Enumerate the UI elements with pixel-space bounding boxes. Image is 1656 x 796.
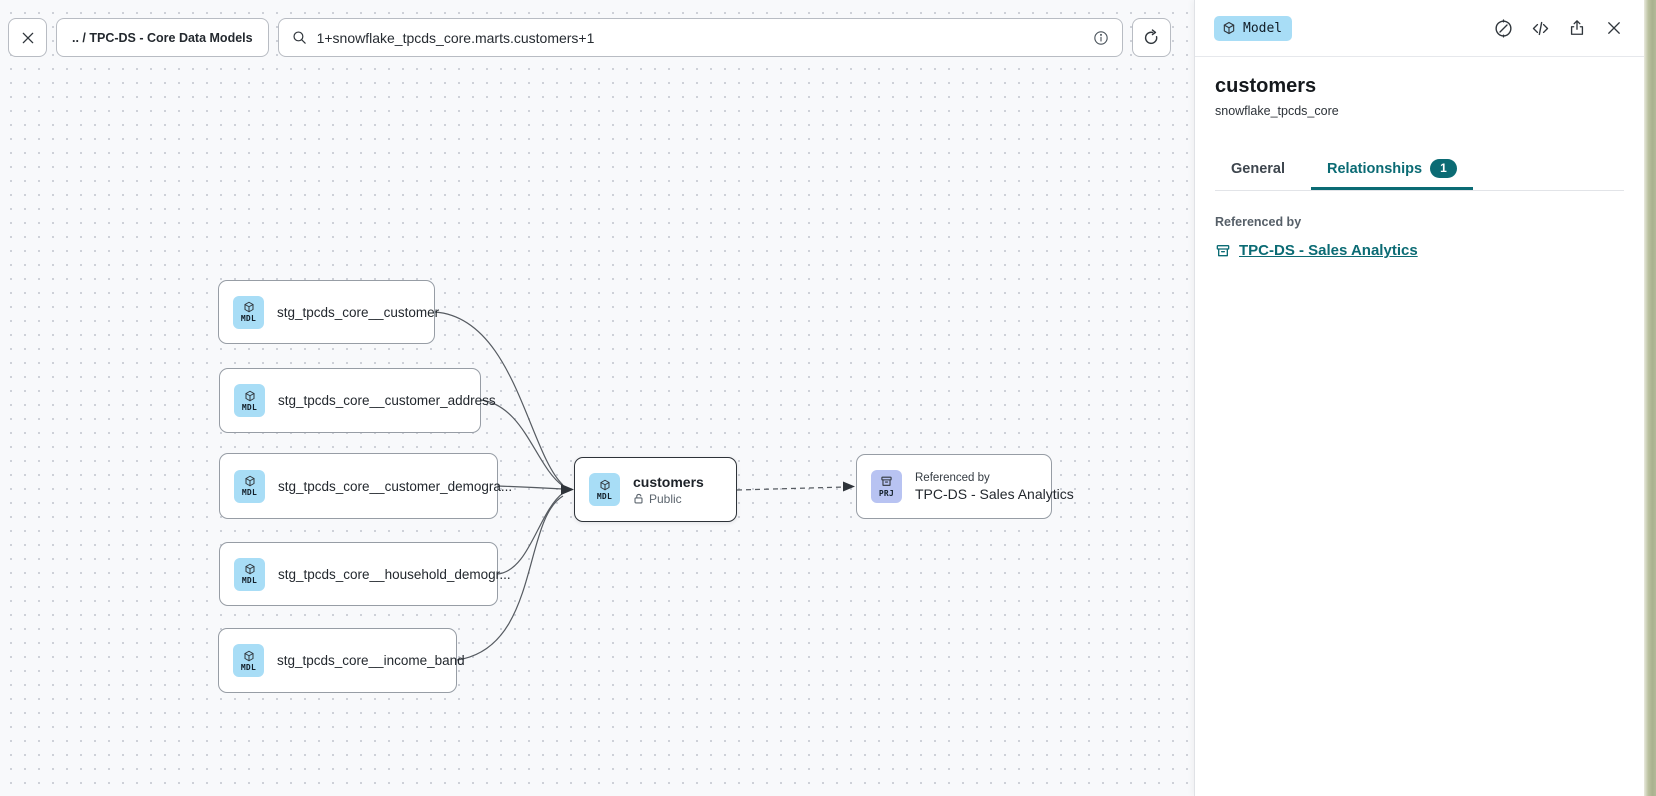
archive-icon xyxy=(1216,244,1230,256)
canvas-toolbar: .. / TPC-DS - Core Data Models xyxy=(8,18,1171,57)
node-title: TPC-DS - Sales Analytics xyxy=(915,485,1074,502)
tab-general[interactable]: General xyxy=(1215,146,1301,190)
cube-icon xyxy=(244,650,253,661)
node-badge-label: PRJ xyxy=(878,489,895,498)
cube-icon xyxy=(245,390,254,401)
node-kicker: Referenced by xyxy=(915,471,990,484)
lineage-search-bar xyxy=(277,18,1123,57)
share-icon xyxy=(1570,20,1584,35)
node-badge-label: MDL xyxy=(596,491,613,501)
compass-icon xyxy=(1494,18,1512,38)
entity-type-label: Model xyxy=(1243,20,1283,36)
entity-schema: snowflake_tpcds_core xyxy=(1215,104,1339,118)
lineage-node-stg-income-band[interactable]: MDL stg_tpcds_core__income_band xyxy=(218,628,465,693)
lineage-node-stg-customer[interactable]: MDL stg_tpcds_core__customer xyxy=(218,280,439,344)
model-type-badge: MDL xyxy=(589,473,620,506)
entity-type-chip: Model xyxy=(1214,15,1293,41)
lineage-node-stg-customer-address[interactable]: MDL stg_tpcds_core__customer_address xyxy=(219,368,496,433)
tab-relationships[interactable]: Relationships 1 xyxy=(1311,146,1473,190)
info-icon[interactable] xyxy=(1092,29,1110,47)
entity-title: customers xyxy=(1215,75,1317,97)
lineage-node-stg-household-demographics[interactable]: MDL stg_tpcds_core__household_demogr... xyxy=(219,542,511,606)
lineage-canvas[interactable]: MDL stg_tpcds_core__customer MDL stg_tpc… xyxy=(0,0,1194,796)
archive-icon xyxy=(881,476,892,486)
tab-general-label: General xyxy=(1231,160,1285,177)
lineage-node-customers-selected[interactable]: MDL customers Public xyxy=(574,457,737,522)
panel-actions xyxy=(1492,17,1625,39)
referenced-project-link[interactable]: TPC-DS - Sales Analytics xyxy=(1239,242,1418,259)
explore-button[interactable] xyxy=(1492,17,1514,39)
refresh-button[interactable] xyxy=(1132,18,1171,57)
x-icon xyxy=(1608,22,1620,34)
node-title: customers xyxy=(633,473,704,490)
model-type-badge: MDL xyxy=(234,469,265,503)
cube-icon xyxy=(245,475,254,487)
node-label: stg_tpcds_core__household_demogr... xyxy=(278,566,511,582)
node-label: stg_tpcds_core__customer xyxy=(277,304,440,320)
lineage-selector-input[interactable] xyxy=(316,29,1083,46)
share-button[interactable] xyxy=(1566,17,1588,39)
view-code-button[interactable] xyxy=(1529,17,1551,39)
node-badge-label: MDL xyxy=(241,402,258,412)
desktop-wallpaper-strip xyxy=(1644,0,1656,796)
relationships-count-badge: 1 xyxy=(1430,159,1457,178)
lineage-node-referencing-project[interactable]: PRJ Referenced by TPC-DS - Sales Analyti… xyxy=(856,454,1074,519)
lineage-node-stg-customer-demographics[interactable]: MDL stg_tpcds_core__customer_demogra... xyxy=(219,453,512,519)
details-panel-header: Model xyxy=(1195,0,1644,57)
magnifier-icon xyxy=(293,31,306,44)
x-icon xyxy=(22,32,33,43)
model-type-badge: MDL xyxy=(234,384,265,417)
referenced-by-label: Referenced by xyxy=(1215,215,1302,229)
details-panel: Model customers snowflake_tpcds_core Gen… xyxy=(1194,0,1644,796)
close-panel-button[interactable] xyxy=(1603,17,1625,39)
breadcrumb[interactable]: .. / TPC-DS - Core Data Models xyxy=(56,18,269,57)
lineage-edges xyxy=(434,311,855,661)
panel-tabs: General Relationships 1 xyxy=(1215,146,1624,191)
node-label: stg_tpcds_core__customer_address xyxy=(278,393,496,408)
lock-open-icon xyxy=(634,493,643,504)
breadcrumb-label: .. / TPC-DS - Core Data Models xyxy=(72,30,253,45)
node-badge-label: MDL xyxy=(240,314,257,323)
node-label: stg_tpcds_core__income_band xyxy=(277,653,465,668)
referenced-by-item: TPC-DS - Sales Analytics xyxy=(1215,242,1624,259)
cube-icon xyxy=(245,563,254,575)
project-type-badge: PRJ xyxy=(871,470,902,503)
details-panel-body: customers snowflake_tpcds_core General R… xyxy=(1195,75,1644,259)
tab-relationships-label: Relationships xyxy=(1327,160,1423,177)
cube-icon xyxy=(244,301,253,313)
model-type-badge: MDL xyxy=(234,557,265,591)
node-visibility: Public xyxy=(649,491,682,506)
node-badge-label: MDL xyxy=(240,662,257,672)
cube-icon xyxy=(1223,21,1235,35)
code-icon xyxy=(1532,21,1548,35)
node-label: stg_tpcds_core__customer_demogra... xyxy=(278,478,513,494)
model-type-badge: MDL xyxy=(233,644,264,677)
cube-icon xyxy=(600,479,609,490)
node-badge-label: MDL xyxy=(241,576,258,585)
close-lineage-button[interactable] xyxy=(8,18,47,57)
refresh-icon xyxy=(1144,29,1158,45)
node-badge-label: MDL xyxy=(241,488,258,497)
model-type-badge: MDL xyxy=(233,295,264,329)
